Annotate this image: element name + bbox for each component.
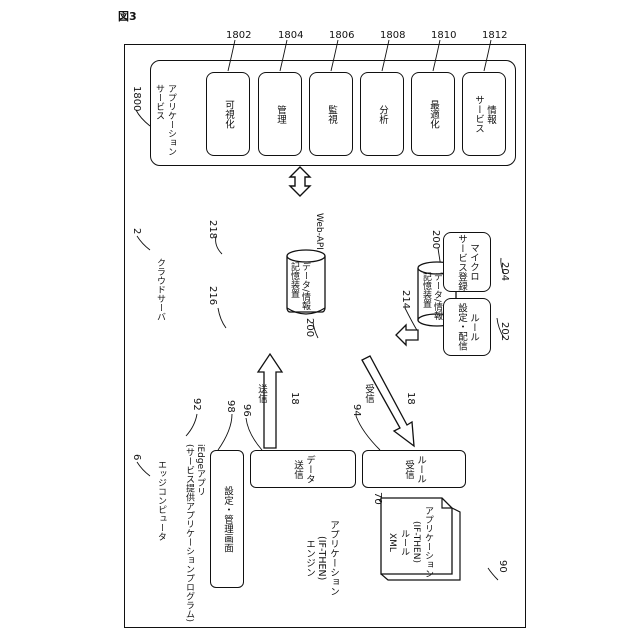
service-visualize: 可視化	[206, 72, 250, 156]
service-monitor: 監視	[309, 72, 353, 156]
ref-214: 214	[400, 290, 411, 309]
ref-218: 218	[207, 220, 218, 239]
web-api-label: Web-API	[313, 213, 325, 250]
ref-200-epm: 200	[304, 318, 315, 337]
engine-label: アプリケーション (IF-THEN) エンジン	[303, 520, 339, 596]
service-cloud-double-arrow	[290, 167, 310, 196]
ref-70: 70	[372, 492, 383, 505]
service-analyze: 分析	[360, 72, 404, 156]
service-leaders	[228, 40, 491, 71]
settings-screen-box: 設定・管理画面	[210, 450, 244, 588]
storage-to-epm-arrow	[396, 325, 418, 345]
ref-1812: 1812	[482, 30, 507, 41]
storage-center-label: データ/情報 記憶装置	[288, 262, 310, 310]
micro-service-box: マイクロ サービス登録	[443, 232, 491, 292]
ref-98: 98	[225, 400, 236, 413]
ref-216: 216	[207, 286, 218, 305]
ref-2: 2	[131, 228, 142, 234]
rule-config-box: ルール 設定・配信	[443, 298, 491, 356]
send-arrow-label: 送信	[255, 384, 267, 403]
service-manage: 管理	[258, 72, 302, 156]
receive-arrow-label: 受信	[362, 384, 374, 403]
ref-90: 90	[497, 560, 508, 573]
storage-right-label: データ/情報 記憶装置	[420, 272, 442, 320]
ref-18-receive: 18	[405, 392, 416, 405]
edge-computer-label: エッジコンピュータ	[155, 460, 167, 541]
ref-202: 202	[499, 322, 510, 341]
data-send-box: データ 送信	[250, 450, 356, 488]
ref-96: 96	[241, 404, 252, 417]
ref-92: 92	[191, 398, 202, 411]
ref-1806: 1806	[329, 30, 354, 41]
rule-xml-label: アプリケーション (IF-THEN) ルール XML	[386, 506, 434, 578]
rule-receive-box: ルール 受信	[362, 450, 466, 488]
ref-94: 94	[351, 404, 362, 417]
ref-200-right: 200	[430, 230, 441, 249]
cloud-server-label: クラウドサーバ	[154, 258, 166, 321]
ref-1802: 1802	[226, 30, 251, 41]
service-optimize: 最適化	[411, 72, 455, 156]
ref-1804: 1804	[278, 30, 303, 41]
ref-18-send: 18	[289, 392, 300, 405]
iedge-app-label: iEdgeアプリ (サービス提供アプリケーションプログラム)	[183, 444, 205, 622]
ref-1808: 1808	[380, 30, 405, 41]
ref-204: 204	[499, 262, 510, 281]
ref-6: 6	[131, 454, 142, 460]
ref-1810: 1810	[431, 30, 456, 41]
service-info: 情報 サービス	[462, 72, 506, 156]
